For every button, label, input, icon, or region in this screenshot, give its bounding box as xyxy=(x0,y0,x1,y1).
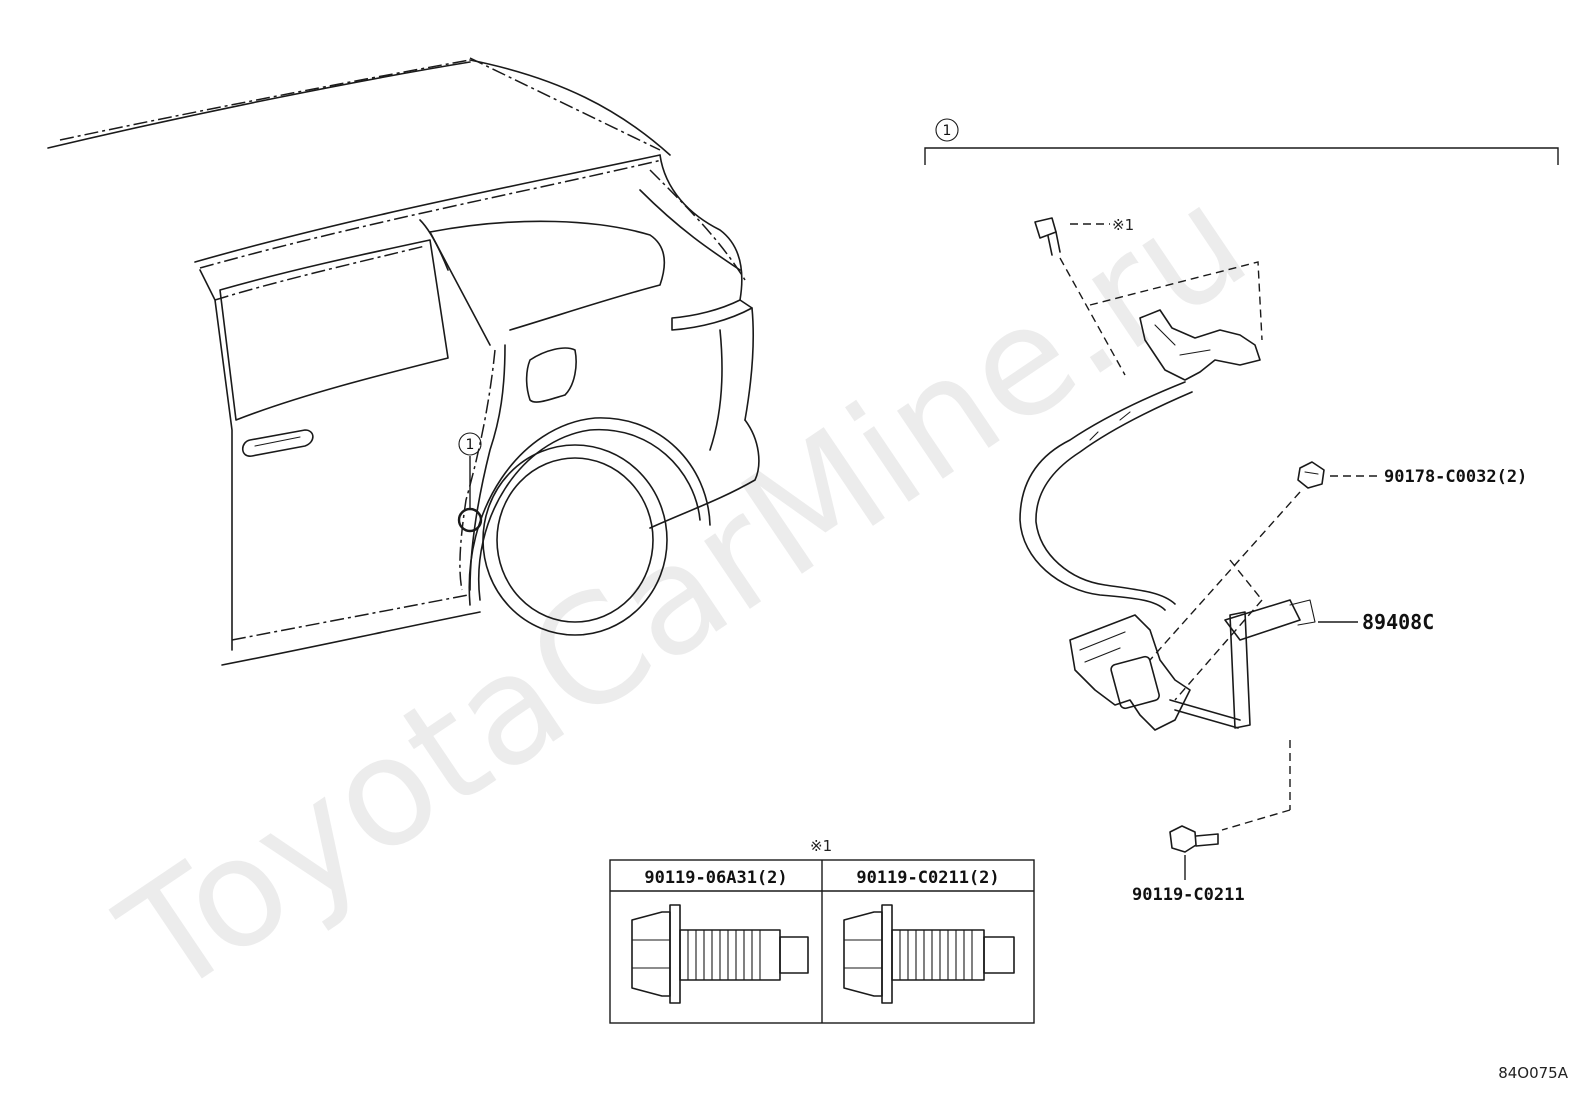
bolt-column-1-header: 90119-06A31(2) xyxy=(644,868,787,888)
bolt-variant-table: ※1 90119-06A31(2) 90119-C0211(2) xyxy=(609,837,1035,1024)
height-control-sensor: ※1 90178-C0032(2) 89408C xyxy=(1019,216,1527,905)
bolt-drawing-06A31 xyxy=(631,904,809,1004)
clip-part-number: 90178-C0032(2) xyxy=(1384,467,1527,487)
bottom-bolt-part-number: 90119-C0211 xyxy=(1132,885,1245,905)
bolt-table-marker: ※1 xyxy=(810,837,832,855)
assembly-callout-number: 1 xyxy=(943,123,952,139)
sensor-part-number: 89408C xyxy=(1362,610,1434,634)
bolt-column-2-header: 90119-C0211(2) xyxy=(856,868,999,888)
vehicle-rear-quarter: 1 xyxy=(47,57,760,666)
figure-reference-id: 84O075A xyxy=(1498,1064,1569,1082)
location-callout-number: 1 xyxy=(466,437,475,453)
top-bolt-note-mark: ※1 xyxy=(1112,216,1134,234)
assembly-bracket: 1 xyxy=(924,118,1559,165)
bolt-drawing-C0211 xyxy=(843,904,1015,1004)
